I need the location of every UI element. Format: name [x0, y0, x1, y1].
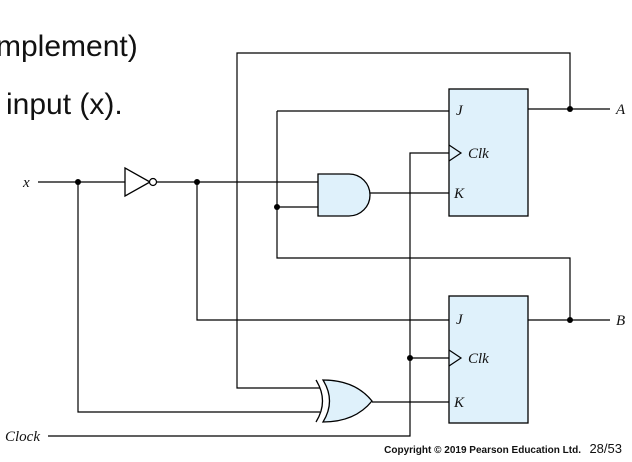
- jk-flip-flop-b: J Clk K: [448, 295, 529, 424]
- junction-dot: [567, 317, 573, 323]
- junction-dot: [194, 179, 200, 185]
- not-gate: [124, 166, 158, 198]
- junction-dot: [407, 355, 413, 361]
- wire-x-to-xor: [77, 182, 320, 413]
- copyright-text: Copyright © 2019 Pearson Education Ltd.: [384, 445, 581, 456]
- wire-notx-to-jb: [196, 182, 449, 321]
- junction-dot: [274, 204, 280, 210]
- ff-b-k-label: K: [453, 395, 465, 411]
- ff-b-clk-label: Clk: [468, 351, 489, 367]
- wire-clock: [48, 152, 449, 437]
- xor-gate: [315, 379, 373, 423]
- and-gate: [317, 173, 371, 217]
- junction-dot: [75, 179, 81, 185]
- page-number: 28/53: [589, 441, 622, 456]
- output-b-label: B: [616, 313, 625, 329]
- ff-a-clk-label: Clk: [468, 146, 489, 162]
- wire-ja-down: [276, 111, 571, 320]
- slide-footer: Copyright © 2019 Pearson Education Ltd. …: [384, 440, 622, 458]
- wire-a-feedback: [236, 52, 571, 389]
- slide-text-line-2: input (x).: [6, 88, 123, 121]
- ff-a-k-label: K: [453, 186, 465, 202]
- slide-text-line-1: mplement): [0, 30, 138, 63]
- input-x-label: x: [22, 175, 30, 191]
- input-clock-label: Clock: [5, 429, 40, 445]
- jk-flip-flop-a: J Clk K: [448, 88, 529, 217]
- output-a-label: A: [615, 102, 626, 118]
- ff-a-j-label: J: [456, 103, 464, 119]
- ff-b-j-label: J: [456, 312, 464, 328]
- junction-dot: [567, 106, 573, 112]
